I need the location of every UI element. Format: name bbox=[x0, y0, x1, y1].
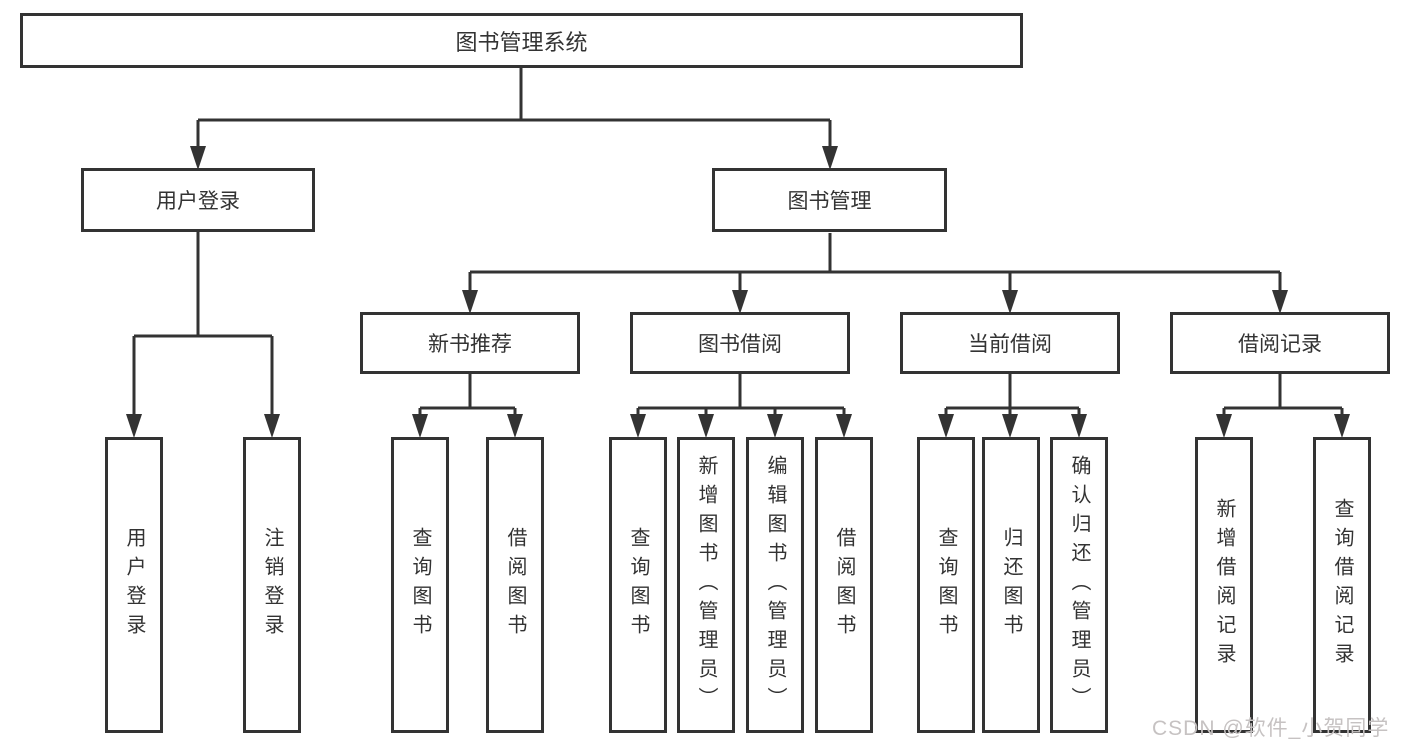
node-current-borrow: 当前借阅 bbox=[900, 312, 1120, 374]
leaf-add-books-admin: 新增图书（管理员） bbox=[677, 437, 735, 733]
leaf-borrow-books: 借阅图书 bbox=[815, 437, 873, 733]
leaf-borrow-books-recommend: 借阅图书 bbox=[486, 437, 544, 733]
node-label: 当前借阅 bbox=[968, 333, 1052, 356]
arrowhead bbox=[190, 146, 206, 170]
node-label: 图书管理 bbox=[787, 190, 872, 213]
leaf-confirm-return-admin: 确认归还（管理员） bbox=[1050, 437, 1108, 733]
arrowhead bbox=[1002, 414, 1018, 438]
arrowhead bbox=[507, 414, 523, 438]
node-label: 查询图书 bbox=[627, 527, 649, 643]
arrowhead bbox=[1334, 414, 1350, 438]
leaf-return-books: 归还图书 bbox=[982, 437, 1040, 733]
csdn-watermark: CSDN @软件_小贺同学 bbox=[1152, 717, 1390, 740]
arrowhead bbox=[126, 414, 142, 438]
connector-segments bbox=[132, 68, 1344, 416]
node-label: 新增图书（管理员） bbox=[695, 454, 717, 716]
node-label: 查询图书 bbox=[409, 527, 431, 643]
arrowhead bbox=[412, 414, 428, 438]
arrowhead bbox=[264, 414, 280, 438]
node-label: 新增借阅记录 bbox=[1213, 498, 1235, 672]
node-label: 用户登录 bbox=[156, 190, 240, 213]
node-label: 借阅图书 bbox=[833, 527, 855, 643]
node-label: 新书推荐 bbox=[428, 333, 512, 356]
arrowhead bbox=[462, 290, 478, 314]
arrowhead bbox=[1071, 414, 1087, 438]
node-label: 查询图书 bbox=[935, 527, 957, 643]
leaf-add-borrow-record: 新增借阅记录 bbox=[1195, 437, 1253, 733]
arrowheads bbox=[126, 146, 1350, 438]
node-label: 借阅图书 bbox=[504, 527, 526, 643]
arrowhead bbox=[630, 414, 646, 438]
node-label: 用户登录 bbox=[123, 527, 145, 643]
arrowhead bbox=[1216, 414, 1232, 438]
arrowhead bbox=[1002, 290, 1018, 314]
node-label: 确认归还（管理员） bbox=[1068, 454, 1090, 716]
arrowhead bbox=[1272, 290, 1288, 314]
arrowhead bbox=[698, 414, 714, 438]
leaf-query-borrow-record: 查询借阅记录 bbox=[1313, 437, 1371, 733]
arrowhead bbox=[732, 290, 748, 314]
arrowhead bbox=[822, 146, 838, 170]
leaf-query-books-current: 查询图书 bbox=[917, 437, 975, 733]
node-label: 查询借阅记录 bbox=[1331, 498, 1353, 672]
leaf-edit-books-admin: 编辑图书（管理员） bbox=[746, 437, 804, 733]
node-label: 编辑图书（管理员） bbox=[764, 454, 786, 716]
leaf-logout: 注销登录 bbox=[243, 437, 301, 733]
node-label: 借阅记录 bbox=[1238, 333, 1322, 356]
node-label: 图书管理系统 bbox=[455, 29, 588, 55]
node-label: 注销登录 bbox=[261, 527, 283, 643]
arrowhead bbox=[836, 414, 852, 438]
leaf-user-login: 用户登录 bbox=[105, 437, 163, 733]
node-new-book-recommend: 新书推荐 bbox=[360, 312, 580, 374]
node-borrow-records: 借阅记录 bbox=[1170, 312, 1390, 374]
arrowhead bbox=[767, 414, 783, 438]
leaf-query-books-borrow: 查询图书 bbox=[609, 437, 667, 733]
leaf-query-books-recommend: 查询图书 bbox=[391, 437, 449, 733]
node-label: 图书借阅 bbox=[698, 333, 782, 356]
node-book-management: 图书管理 bbox=[712, 168, 947, 232]
arrowhead bbox=[938, 414, 954, 438]
node-book-borrow: 图书借阅 bbox=[630, 312, 850, 374]
node-label: 归还图书 bbox=[1000, 527, 1022, 643]
node-user-login: 用户登录 bbox=[81, 168, 315, 232]
node-library-management-system: 图书管理系统 bbox=[20, 13, 1023, 68]
